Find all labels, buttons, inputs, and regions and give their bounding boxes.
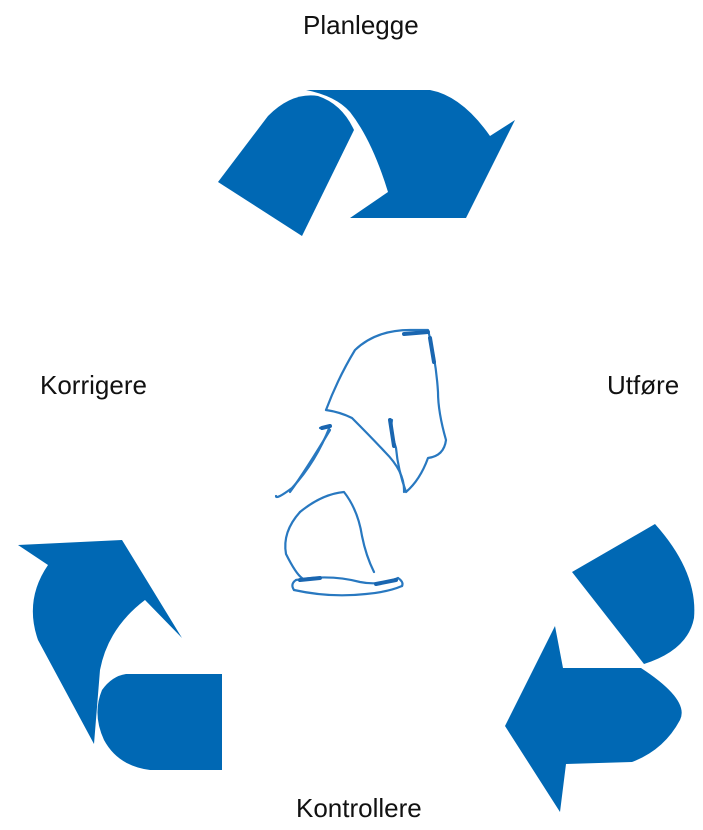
arrow-left	[18, 540, 222, 770]
step-label-plan: Planlegge	[303, 12, 419, 38]
chess-knight-icon	[276, 330, 446, 595]
step-label-utfore: Utføre	[607, 372, 679, 398]
step-label-korrigere: Korrigere	[40, 372, 147, 398]
arrow-top	[218, 90, 515, 236]
step-label-kontrollere: Kontrollere	[296, 795, 422, 821]
arrow-right	[505, 524, 694, 812]
knight-accent-strokes	[300, 332, 434, 584]
